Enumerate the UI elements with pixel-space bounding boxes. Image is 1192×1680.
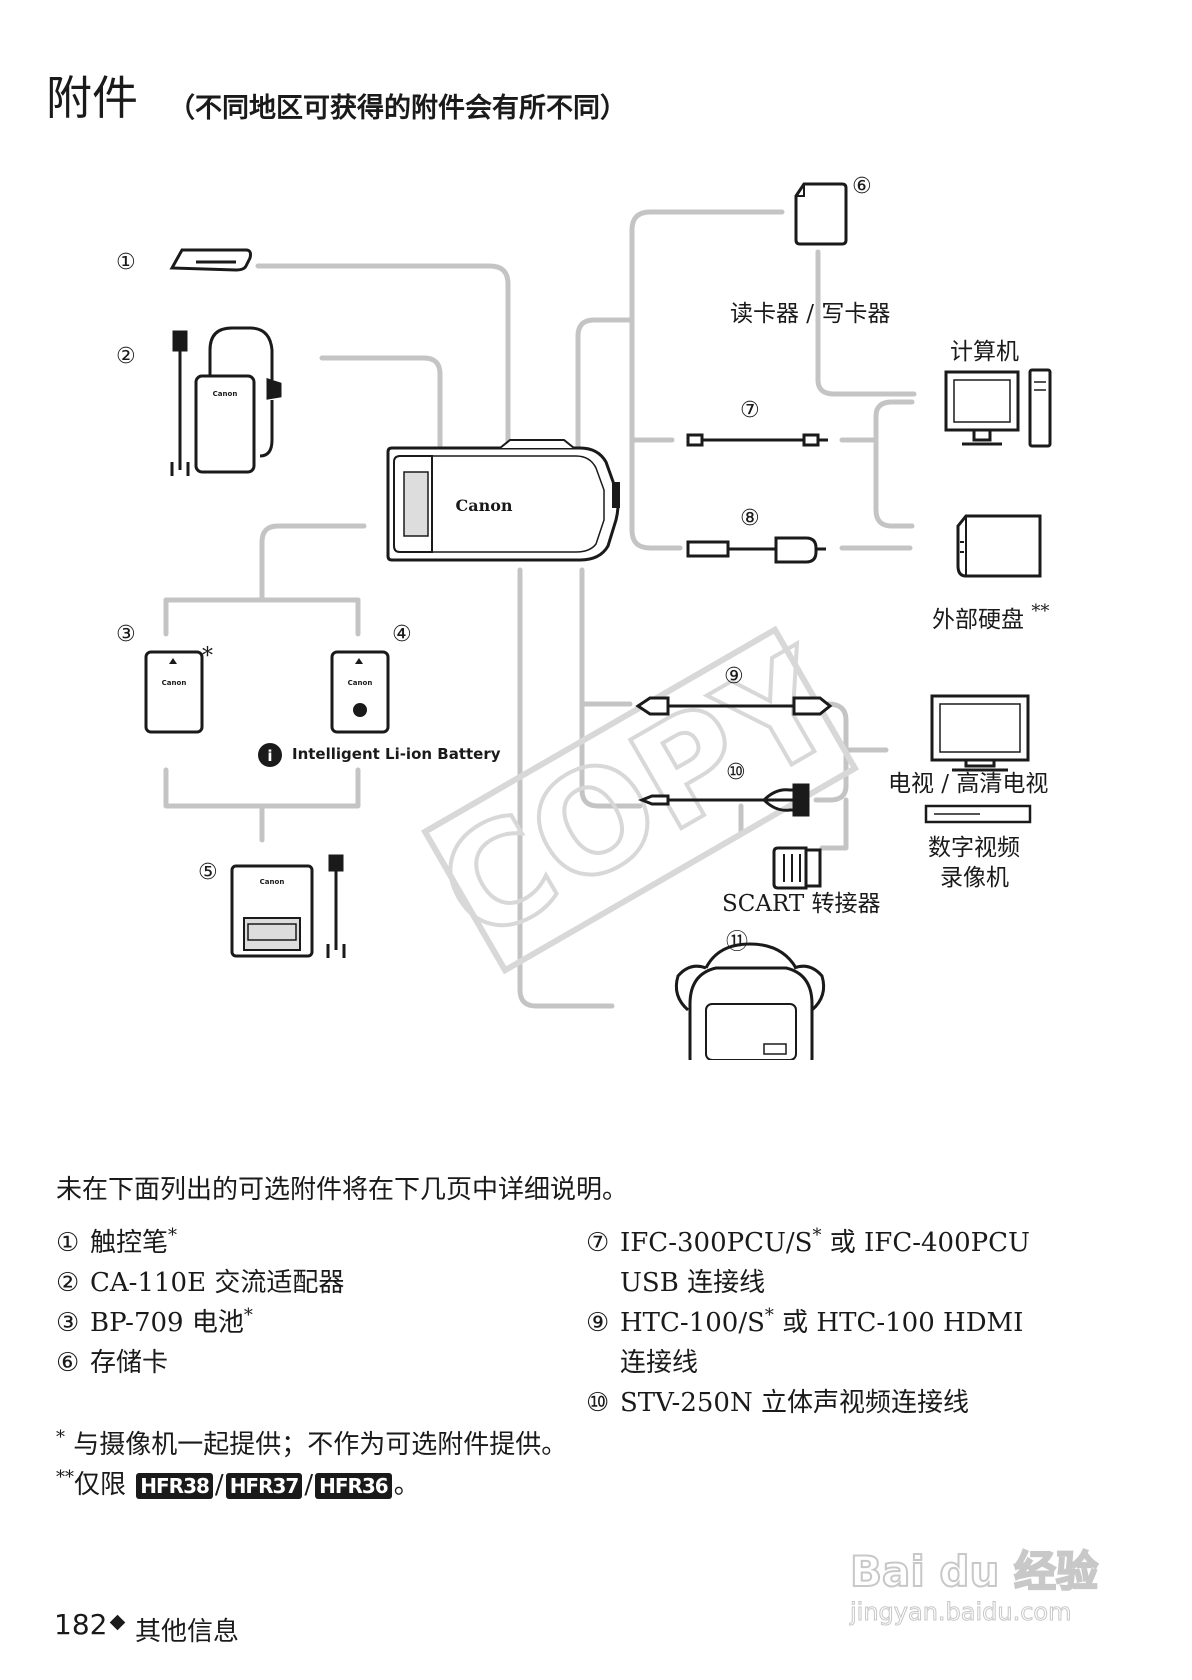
card-reader-label: 读卡器 / 写卡器 bbox=[730, 301, 891, 327]
battery3-mark: * bbox=[202, 644, 213, 669]
connection-lines bbox=[163, 209, 917, 1009]
marker-9: ⑨ bbox=[724, 664, 744, 689]
marker-2: ② bbox=[116, 344, 136, 369]
model-badge-hfr37: HFR37 bbox=[225, 1473, 303, 1499]
computer-icon bbox=[944, 368, 1052, 448]
ac-adapter-icon bbox=[170, 326, 282, 476]
marker-1: ① bbox=[116, 250, 136, 275]
hdmi-cable-icon bbox=[635, 696, 833, 716]
battery-caption: Intelligent Li-ion Battery bbox=[292, 745, 501, 763]
battery-bp709-icon bbox=[144, 650, 204, 734]
baidu-watermark-url: jingyan.baidu.com bbox=[849, 1598, 1072, 1627]
section-name: 其他信息 bbox=[135, 1617, 240, 1647]
marker-3: ③ bbox=[116, 622, 136, 647]
computer-label: 计算机 bbox=[950, 339, 1019, 365]
page-subtitle: （不同地区可获得的附件会有所不同） bbox=[168, 93, 627, 124]
marker-8: ⑧ bbox=[740, 506, 760, 531]
scart-label: SCART 转接器 bbox=[722, 891, 881, 917]
tv-icon bbox=[930, 694, 1030, 772]
info-icon bbox=[258, 743, 282, 767]
stereo-video-cable-icon bbox=[637, 783, 810, 817]
bullet-diamond bbox=[109, 1614, 126, 1631]
marker-11: ⑪ bbox=[726, 930, 749, 955]
intro-text: 未在下面列出的可选附件将在下几页中详细说明。 bbox=[56, 1175, 629, 1205]
list-item-7-line2: USB 连接线 bbox=[620, 1268, 766, 1298]
usb-cable-ifc400-icon bbox=[686, 536, 826, 564]
model-badge-hfr38: HFR38 bbox=[136, 1473, 213, 1499]
scart-adapter-icon bbox=[772, 846, 822, 890]
battery3-brand: Canon bbox=[162, 679, 187, 687]
soft-case-icon bbox=[674, 942, 826, 1060]
intelligent-battery-icon bbox=[330, 650, 390, 734]
camcorder-brand: Canon bbox=[455, 496, 512, 515]
recorder-label-1: 数字视频 bbox=[928, 835, 1020, 861]
accessory-diagram: COPY Canon Canon Canon Canon i bbox=[144, 182, 1052, 1060]
page-number: 182 bbox=[54, 1608, 108, 1641]
battery4-brand: Canon bbox=[348, 679, 373, 687]
memory-card-icon bbox=[794, 182, 848, 246]
marker-10: ⑩ bbox=[726, 760, 746, 785]
external-hdd-label: 外部硬盘 ** bbox=[932, 601, 1050, 633]
stylus-icon bbox=[169, 248, 252, 272]
svg-text:i: i bbox=[267, 747, 272, 765]
marker-6: ⑥ bbox=[852, 174, 872, 199]
external-hdd-icon bbox=[956, 514, 1042, 578]
baidu-watermark: Bai du 经验 bbox=[849, 1546, 1099, 1597]
usb-cable-ifc300-icon bbox=[686, 433, 828, 447]
marker-7: ⑦ bbox=[740, 398, 760, 423]
marker-5: ⑤ bbox=[198, 860, 218, 885]
dvd-recorder-icon bbox=[924, 804, 1032, 824]
model-badge-hfr36: HFR36 bbox=[315, 1473, 392, 1499]
tv-label: 电视 / 高清电视 bbox=[888, 771, 1049, 797]
battery-charger-icon bbox=[230, 854, 346, 958]
footnote-1: * 与摄像机一起提供；不作为可选附件提供。 bbox=[56, 1427, 568, 1460]
list-item-9-line2: 连接线 bbox=[620, 1348, 699, 1378]
footnote-2: **仅限 HFR38/HFR37/HFR36。 bbox=[56, 1467, 420, 1500]
camcorder-icon bbox=[386, 439, 620, 562]
recorder-label-2: 录像机 bbox=[940, 865, 1009, 891]
adapter-brand: Canon bbox=[213, 390, 238, 398]
charger-brand: Canon bbox=[260, 878, 285, 886]
page-title: 附件 bbox=[46, 71, 138, 125]
marker-4: ④ bbox=[392, 622, 412, 647]
